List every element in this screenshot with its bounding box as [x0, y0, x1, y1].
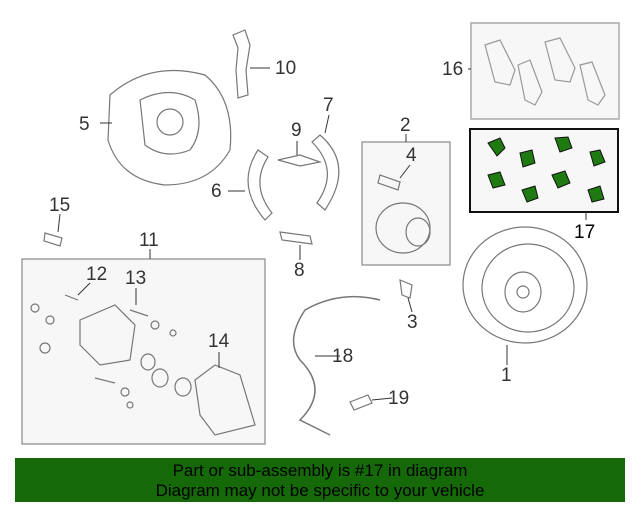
banner-line-2: Diagram may not be specific to your vehi… — [155, 481, 485, 500]
callout-11: 11 — [139, 230, 159, 251]
caliper-small-parts — [30, 294, 192, 409]
anchor-pin — [279, 231, 313, 245]
callout-14: 14 — [208, 331, 230, 352]
callout-8: 8 — [294, 260, 305, 281]
callout-18: 18 — [332, 346, 354, 367]
callout-12: 12 — [86, 264, 108, 285]
callout-16: 16 — [442, 59, 464, 80]
brake-rotor — [462, 226, 588, 344]
brake-shoe-left — [247, 149, 273, 221]
callout-4: 4 — [406, 145, 417, 166]
callout-2: 2 — [400, 115, 411, 136]
leader-lines — [57, 67, 587, 401]
callout-7: 7 — [323, 95, 334, 116]
brake-shoe-right — [311, 134, 340, 211]
callout-19: 19 — [388, 388, 410, 409]
brake-pads — [484, 37, 606, 106]
caliper-bracket — [194, 364, 256, 436]
callout-10: 10 — [275, 58, 297, 79]
bolt-3 — [399, 279, 413, 299]
bolt-19 — [349, 394, 373, 411]
box-11-caliper — [21, 258, 266, 445]
backing-plate — [107, 69, 232, 186]
hardware-clips[interactable] — [487, 136, 606, 203]
hub-bolt — [377, 174, 401, 191]
callout-13: 13 — [125, 268, 147, 289]
caliper — [79, 304, 136, 366]
callout-15: 15 — [49, 195, 71, 216]
parking-brake-lever — [232, 29, 251, 99]
callout-17: 17 — [574, 222, 596, 243]
info-banner: Part or sub-assembly is #17 in diagram D… — [15, 458, 625, 502]
callout-3: 3 — [407, 312, 418, 333]
banner-line-1: Part or sub-assembly is #17 in diagram — [172, 461, 468, 480]
callout-6: 6 — [211, 181, 222, 202]
abs-sensor-wire — [292, 295, 381, 436]
hub-bearing — [375, 202, 431, 254]
callout-1: 1 — [501, 365, 512, 386]
callout-9: 9 — [291, 120, 302, 141]
bolt-15 — [43, 232, 63, 247]
callout-5: 5 — [79, 114, 90, 135]
adjuster — [277, 154, 323, 167]
